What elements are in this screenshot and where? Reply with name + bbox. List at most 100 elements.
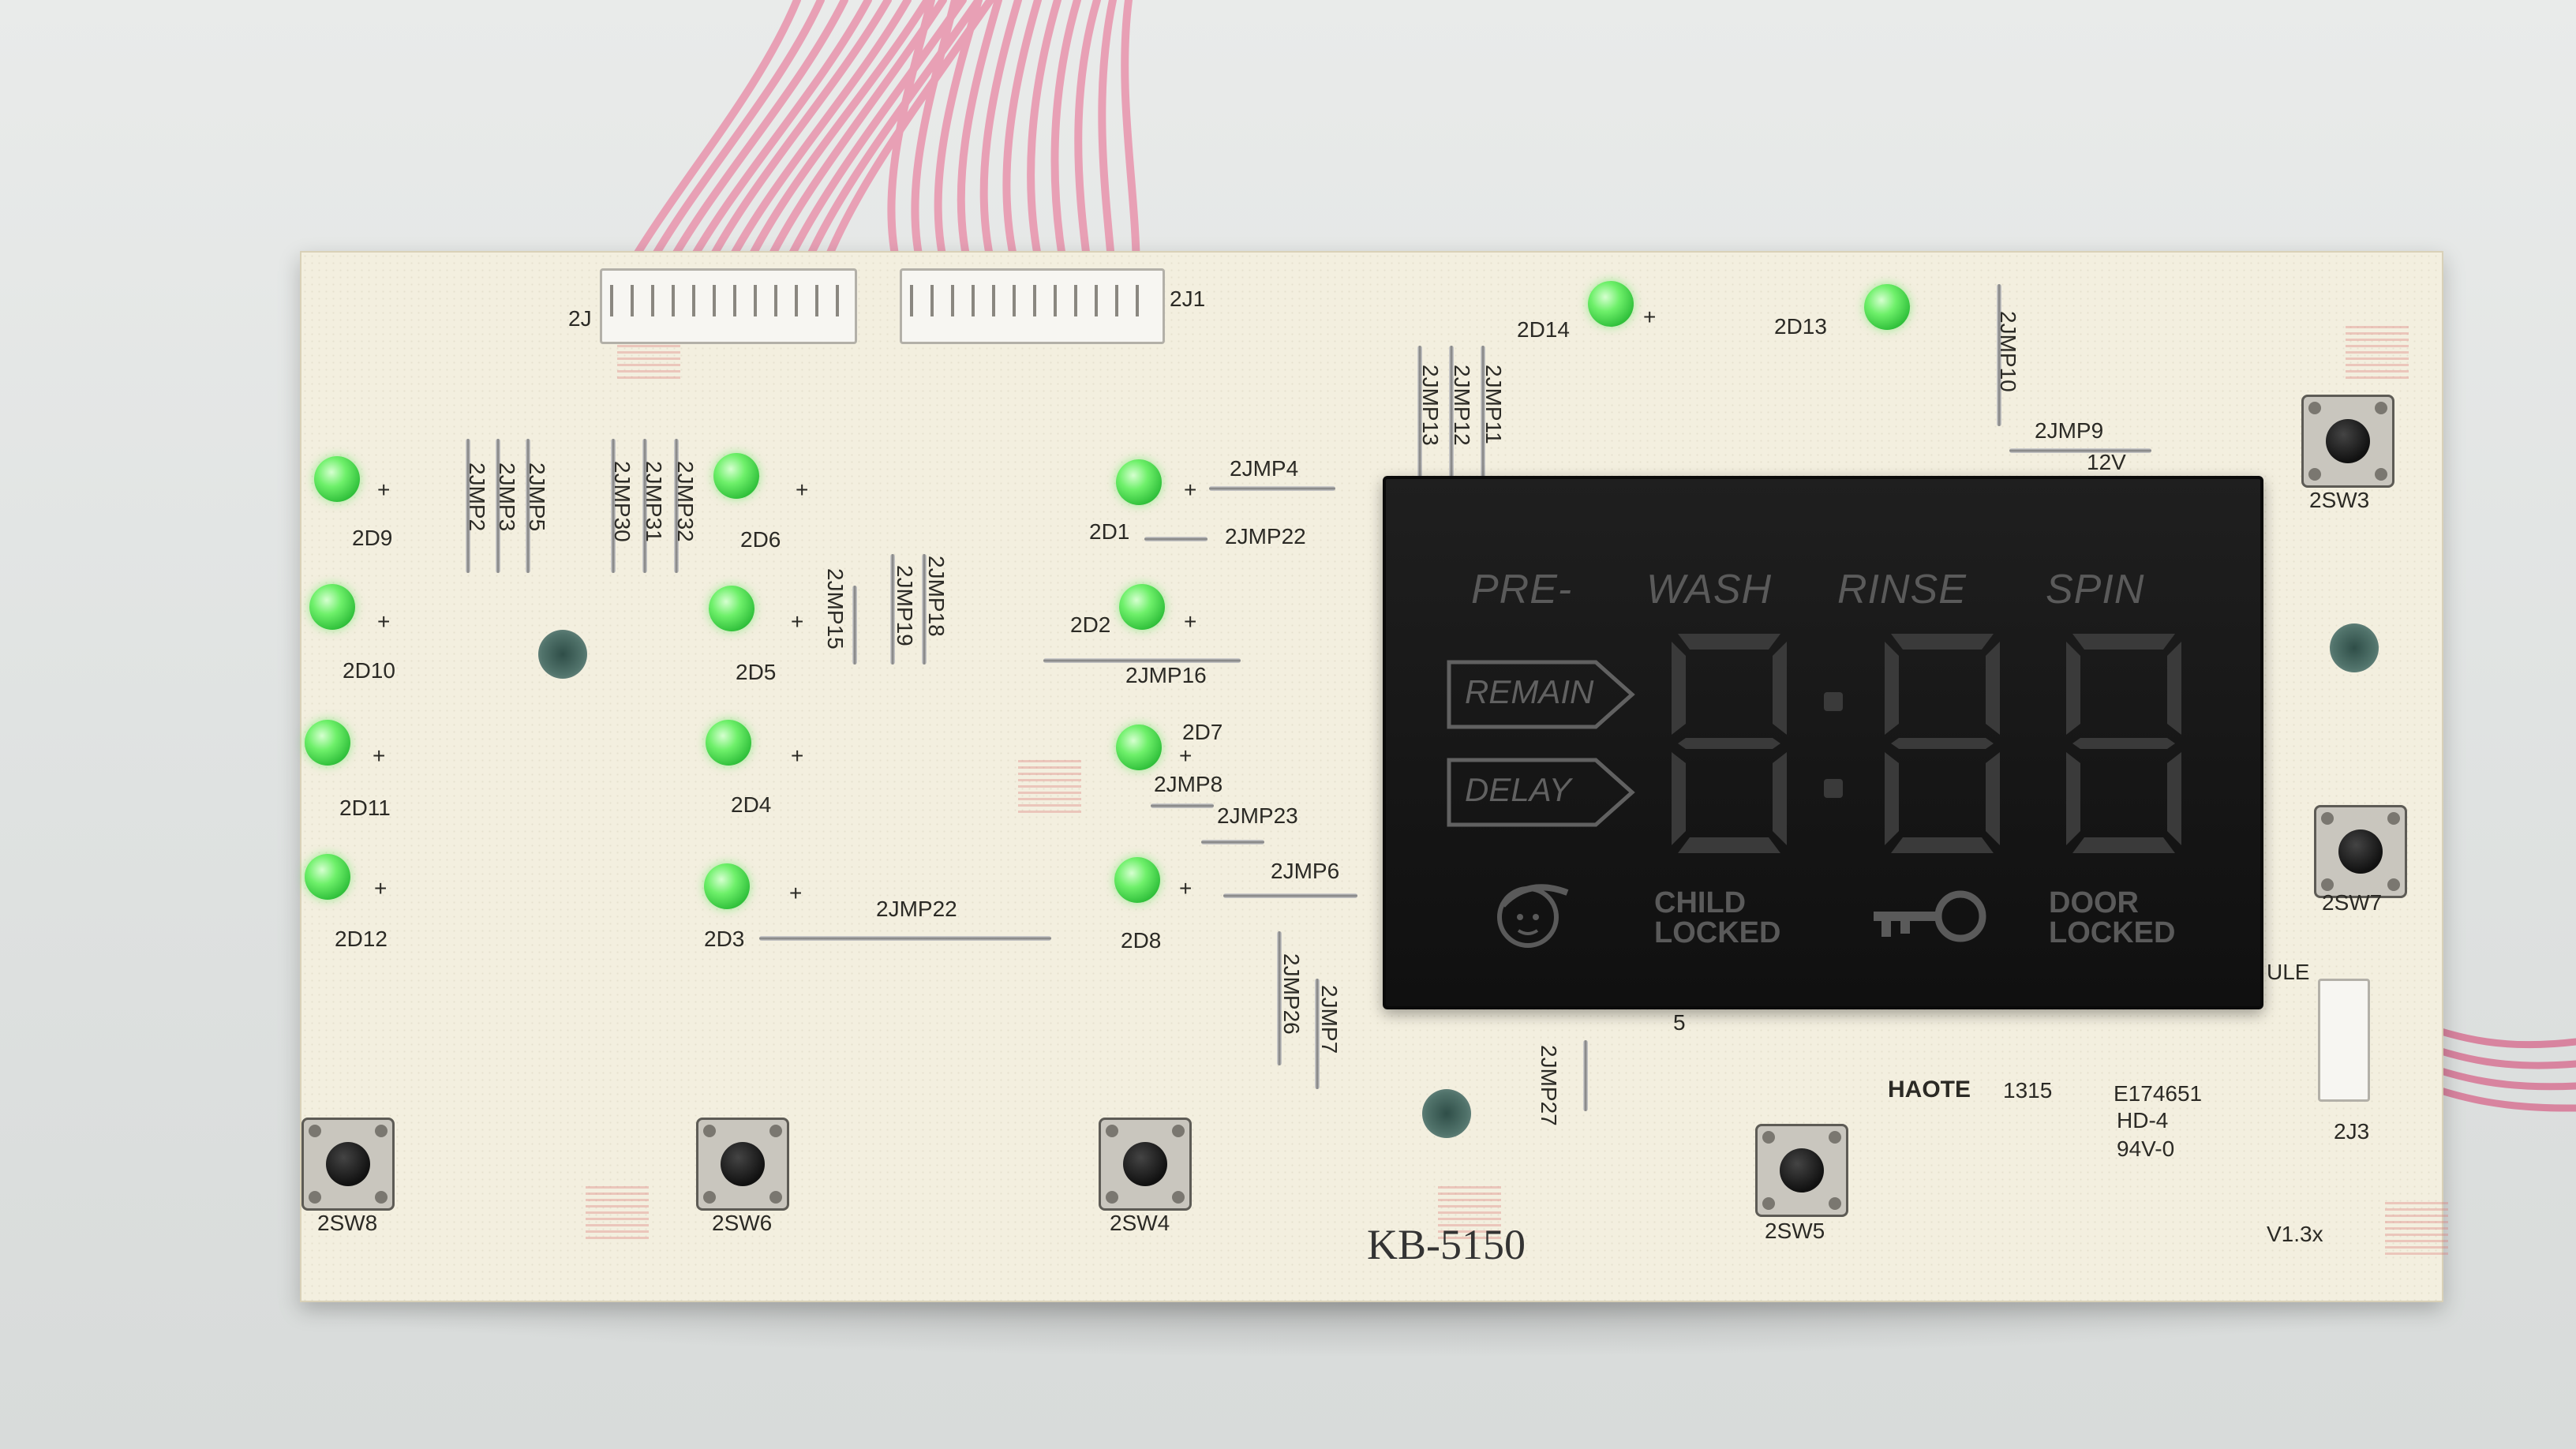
jumper-wire xyxy=(466,439,470,573)
switch-2sw5[interactable] xyxy=(1755,1124,1848,1217)
jumper-label: 2JMP27 xyxy=(1537,1045,1561,1126)
jumper-label: 2JMP15 xyxy=(823,568,848,650)
connector-label: 2J xyxy=(568,306,592,331)
jumper-label: 2JMP4 xyxy=(1230,456,1299,481)
jumper-label: 2JMP5 xyxy=(525,462,549,532)
led-2d3 xyxy=(704,863,750,909)
led-label: 2D8 xyxy=(1121,928,1162,953)
model-label: KB-5150 xyxy=(1367,1221,1526,1268)
led-2d9 xyxy=(314,456,360,502)
led-label: 2D9 xyxy=(352,526,393,550)
led-label: 2D5 xyxy=(736,660,777,684)
polarity-mark: + xyxy=(796,477,809,502)
switch-2sw7[interactable] xyxy=(2314,805,2407,898)
jumper-label: 2JMP11 xyxy=(1481,365,1506,444)
led-label: 2D13 xyxy=(1774,314,1827,339)
switch-label: 2SW4 xyxy=(1110,1211,1170,1235)
led-label: 2D2 xyxy=(1070,612,1111,637)
led-2d12 xyxy=(305,854,350,900)
connector-label: 2J1 xyxy=(1170,286,1206,311)
jumper-wire xyxy=(1223,893,1357,898)
solder-pad xyxy=(2385,1200,2448,1255)
display-label-rinse: RINSE xyxy=(1837,567,1967,612)
jumper-wire xyxy=(1151,803,1214,808)
display-label-spin: SPIN xyxy=(2046,567,2145,612)
pcb-board: 2J 2J1 2J3 ULE + 2D9 + 2D10 + 2D11 + 2D1… xyxy=(300,251,2448,1302)
polarity-mark: + xyxy=(789,881,803,905)
jumper-wire xyxy=(674,439,679,573)
switch-2sw8[interactable] xyxy=(301,1118,395,1211)
lcd-display: PRE- WASH RINSE SPIN REMAIN DELAY xyxy=(1383,476,2263,1009)
jumper-wire xyxy=(526,439,530,573)
display-label-wash: WASH xyxy=(1646,567,1773,612)
polarity-mark: + xyxy=(373,743,386,768)
jumper-wire xyxy=(1583,1040,1588,1111)
led-label: 2D7 xyxy=(1182,720,1223,744)
jumper-label: 2JMP30 xyxy=(610,461,635,542)
switch-label: 2SW3 xyxy=(2309,488,2370,512)
led-2d5 xyxy=(709,586,754,631)
led-label: 2D10 xyxy=(343,658,395,683)
connector-2j3 xyxy=(2318,979,2370,1102)
polarity-mark: + xyxy=(1179,876,1193,900)
jumper-wire xyxy=(1209,486,1335,491)
display-label-child-locked: LOCKED xyxy=(1654,916,1781,949)
polarity-mark: + xyxy=(374,876,388,900)
led-label: 2D12 xyxy=(335,927,388,951)
jumper-label: 2JMP31 xyxy=(642,461,666,542)
mounting-hole xyxy=(2330,623,2379,672)
jumper-wire xyxy=(1315,979,1320,1089)
jumper-label: 2JMP2 xyxy=(465,462,489,532)
led-label: 2D11 xyxy=(339,796,391,820)
jumper-wire xyxy=(1997,284,2001,426)
switch-2sw3[interactable] xyxy=(2301,395,2394,488)
led-2d2 xyxy=(1119,584,1165,630)
led-2d6 xyxy=(713,453,759,499)
voltage-label: 12V xyxy=(2087,450,2126,474)
polarity-mark: + xyxy=(1179,743,1193,768)
seven-segment-digits xyxy=(1672,634,2181,853)
connector-label: 2J3 xyxy=(2334,1119,2370,1144)
jumper-wire xyxy=(642,439,647,573)
polarity-mark: + xyxy=(791,609,804,634)
jumper-wire xyxy=(1043,658,1241,663)
jumper-label: 2JMP16 xyxy=(1125,663,1207,687)
display-tag-delay: DELAY xyxy=(1446,757,1635,827)
jumper-label: 2JMP13 xyxy=(1418,365,1443,446)
jumper-wire xyxy=(1144,537,1208,541)
led-label: 2D14 xyxy=(1517,317,1570,342)
jumper-wire xyxy=(1277,931,1282,1065)
solder-pad xyxy=(2346,324,2409,379)
jumper-label: 2JMP7 xyxy=(1317,985,1342,1054)
switch-label: 2SW5 xyxy=(1765,1219,1825,1243)
date-code-label: 1315 xyxy=(2003,1078,2053,1103)
fragment-label: 5 xyxy=(1673,1010,1686,1035)
polarity-mark: + xyxy=(1184,609,1197,634)
display-label-door: DOOR xyxy=(2049,886,2139,919)
solder-pad xyxy=(1018,758,1081,813)
polarity-mark: + xyxy=(377,477,391,502)
mounting-hole xyxy=(538,630,587,679)
jumper-label: 2JMP9 xyxy=(2035,418,2104,443)
jumper-wire xyxy=(611,439,616,573)
jumper-wire xyxy=(1449,346,1454,478)
led-2d13 xyxy=(1864,284,1910,330)
switch-2sw4[interactable] xyxy=(1099,1118,1192,1211)
jumper-label: 2JMP32 xyxy=(673,461,698,542)
manufacturer-label: HAOTE xyxy=(1888,1076,1971,1103)
jumper-wire xyxy=(1201,840,1264,844)
led-label: 2D6 xyxy=(740,527,781,552)
switch-label: 2SW7 xyxy=(2322,890,2383,915)
child-face-icon xyxy=(1497,884,1569,948)
led-label: 2D3 xyxy=(704,927,745,951)
display-label-pre: PRE- xyxy=(1471,567,1573,612)
connector-2j1 xyxy=(900,268,1165,344)
display-label-child: CHILD xyxy=(1654,886,1747,919)
led-2d8 xyxy=(1114,857,1160,903)
switch-2sw6[interactable] xyxy=(696,1118,789,1211)
display-label-remain: REMAIN xyxy=(1465,673,1594,710)
jumper-wire xyxy=(496,439,500,573)
switch-label: 2SW6 xyxy=(712,1211,773,1235)
